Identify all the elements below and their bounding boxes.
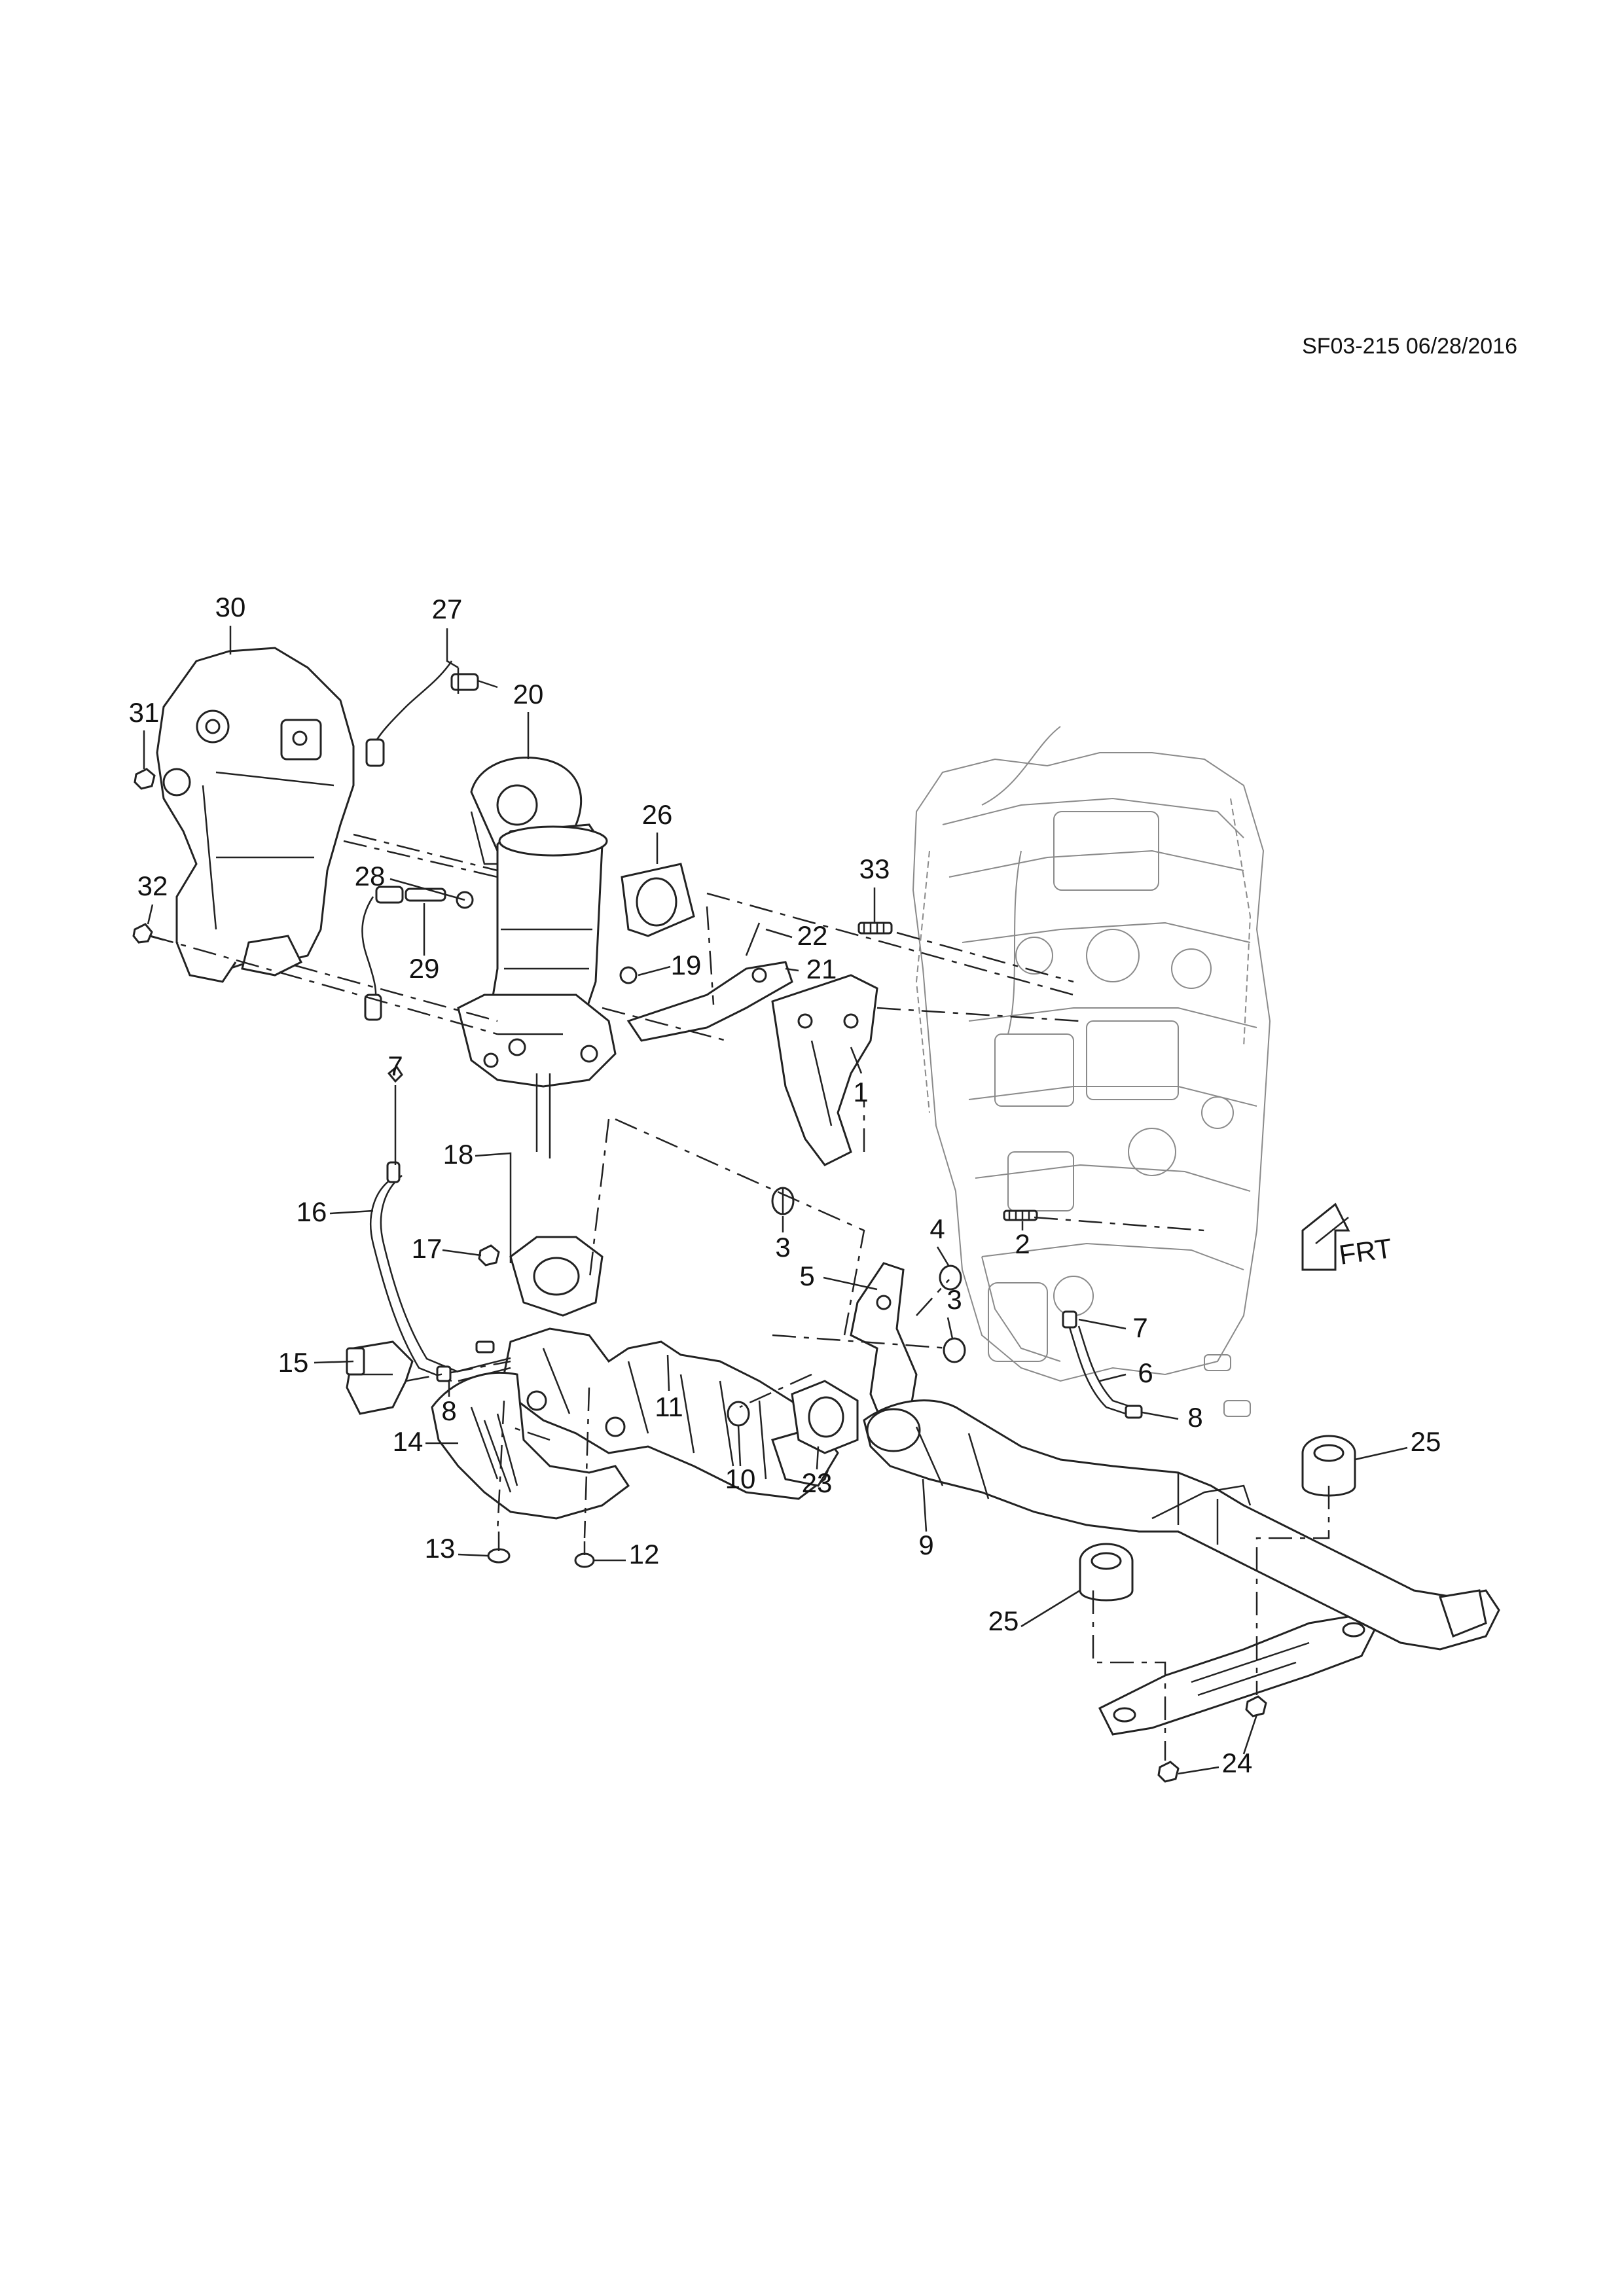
clamp-8-left xyxy=(436,1365,452,1382)
pipe-gasket xyxy=(791,1380,859,1454)
leader-lines xyxy=(143,626,1408,1775)
callout-17: 17 xyxy=(412,1233,442,1264)
callout-21: 21 xyxy=(806,954,837,984)
callout-20: 20 xyxy=(513,679,544,709)
callout-33: 33 xyxy=(859,853,890,884)
lower-heat-shield xyxy=(431,1371,630,1520)
front-exhaust-pipe xyxy=(503,1327,839,1500)
callout-10: 10 xyxy=(725,1463,756,1494)
nut-upper xyxy=(771,1187,795,1215)
upstream-oxygen-sensor xyxy=(365,660,498,767)
callout-23: 23 xyxy=(802,1467,833,1498)
callout-7-left: 7 xyxy=(388,1050,403,1081)
callout-2: 2 xyxy=(1015,1229,1030,1259)
callout-5: 5 xyxy=(799,1261,814,1291)
rear-heat-shield xyxy=(1098,1615,1377,1736)
callout-24: 24 xyxy=(1222,1748,1253,1778)
callout-32: 32 xyxy=(137,870,168,901)
callout-4: 4 xyxy=(929,1213,945,1244)
callout-12: 12 xyxy=(629,1539,660,1570)
alignment-lines xyxy=(150,833,1330,1761)
nut-4 xyxy=(939,1265,962,1291)
catalytic-converter xyxy=(457,756,617,1158)
callout-7-right: 7 xyxy=(1132,1312,1147,1343)
nut-3-lower xyxy=(943,1337,966,1363)
screw-12 xyxy=(574,1541,595,1568)
document-id: SF03-215 06/28/2016 xyxy=(1302,334,1517,359)
callout-14: 14 xyxy=(393,1426,424,1457)
callout-16: 16 xyxy=(297,1196,327,1227)
callout-15: 15 xyxy=(278,1347,309,1378)
front-direction-arrow: FRT xyxy=(1301,1202,1394,1271)
bolt-32 xyxy=(132,923,164,944)
callout-22: 22 xyxy=(797,920,828,951)
callout-3-upper: 3 xyxy=(775,1232,790,1263)
stud-2 xyxy=(1003,1210,1038,1221)
sensor-hose xyxy=(370,1161,511,1382)
callout-1: 1 xyxy=(853,1077,868,1107)
converter-gasket xyxy=(621,863,695,937)
upper-heat-shield xyxy=(156,647,355,983)
nut-10 xyxy=(727,1401,750,1427)
callout-28: 28 xyxy=(355,861,386,891)
manifold-gasket xyxy=(509,1236,604,1317)
rear-exhaust-pipe xyxy=(863,1399,1500,1651)
engine-block xyxy=(912,726,1271,1417)
exhaust-bracket xyxy=(771,974,878,1166)
rubber-hanger-left xyxy=(1079,1543,1134,1602)
hose-right xyxy=(1062,1310,1143,1419)
rubber-hanger-right xyxy=(1301,1435,1356,1497)
nut-24-b xyxy=(1245,1695,1267,1717)
callout-19: 19 xyxy=(671,950,702,980)
callout-6: 6 xyxy=(1138,1357,1153,1388)
callout-13: 13 xyxy=(425,1533,456,1564)
pressure-sensor xyxy=(346,1340,414,1415)
callout-18: 18 xyxy=(443,1139,474,1170)
callout-27: 27 xyxy=(432,594,463,624)
callout-29: 29 xyxy=(409,953,440,984)
front-label: FRT xyxy=(1337,1232,1394,1270)
nut-31 xyxy=(134,768,156,790)
stud-33 xyxy=(857,922,893,935)
screw-13 xyxy=(487,1532,511,1564)
callout-25-left: 25 xyxy=(988,1605,1019,1636)
callout-26: 26 xyxy=(642,799,673,830)
callout-3-lower: 3 xyxy=(947,1284,962,1315)
callout-31: 31 xyxy=(129,697,160,728)
callout-30: 30 xyxy=(215,592,246,622)
callout-8-right: 8 xyxy=(1187,1402,1202,1433)
callout-8-left: 8 xyxy=(441,1395,456,1426)
callout-11: 11 xyxy=(655,1391,683,1422)
converter-support-bracket xyxy=(619,922,793,1042)
clamp-7-left xyxy=(387,1065,403,1083)
nut-17 xyxy=(478,1244,500,1266)
nut-24-a xyxy=(1157,1761,1180,1783)
callout-labels: 1 2 3 3 4 5 6 7 7 8 8 9 10 11 12 13 14 1… xyxy=(129,592,1441,1778)
callout-25-right: 25 xyxy=(1411,1426,1441,1457)
callout-9: 9 xyxy=(918,1530,933,1560)
